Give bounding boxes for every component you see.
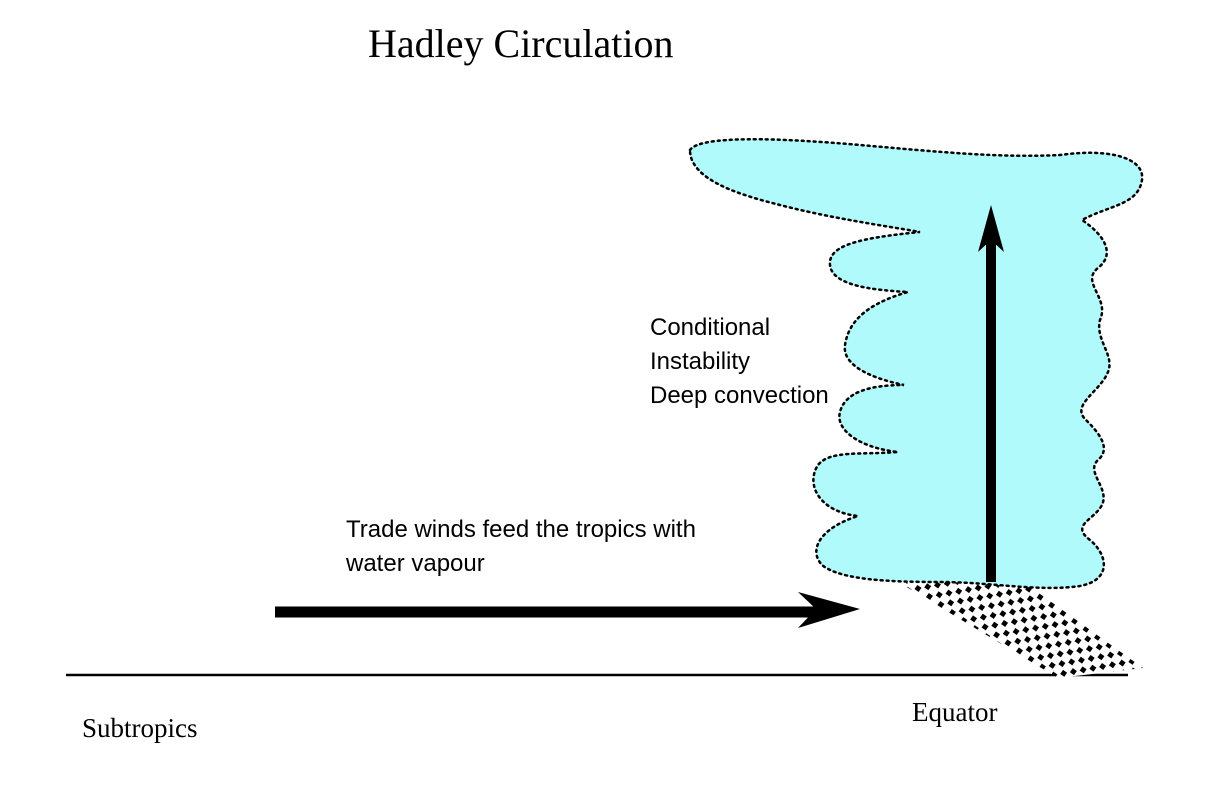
convection-label-line-3: Deep convection (650, 382, 829, 409)
surface-hatch-region (900, 578, 1143, 678)
trade-winds-label-line-1: Trade winds feed the tropics with (346, 516, 696, 543)
convective-cloud (688, 138, 1144, 590)
trade-winds-label: Trade winds feed the tropics with water … (346, 513, 696, 581)
convection-label-line-1: Conditional (650, 314, 771, 341)
trade-winds-label-line-2: water vapour (346, 550, 485, 577)
convection-label: Conditional Instability Deep convection (650, 311, 829, 413)
convection-label-line-2: Instability (650, 348, 751, 375)
updraft-arrow-head (978, 205, 1004, 252)
subtropics-label: Subtropics (82, 713, 198, 743)
equator-label: Equator (912, 697, 998, 727)
trade-wind-arrow-head (798, 592, 860, 628)
diagram-title: Hadley Circulation (368, 21, 674, 66)
